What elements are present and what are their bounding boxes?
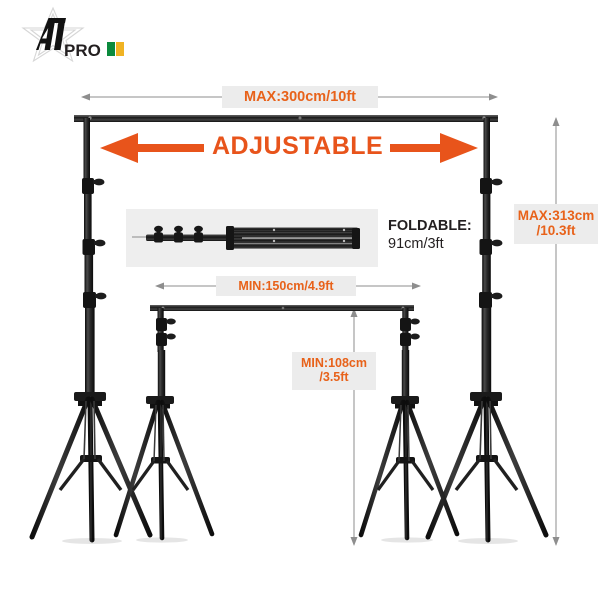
adjustment-knob [156,318,176,331]
light-stand-short-left [113,308,215,543]
adjustment-knob [82,239,106,255]
foldable-value: 91cm/3ft [388,235,444,252]
tripod-braces [58,400,123,492]
folded-stand-image [132,225,360,250]
tripod-legs [425,396,549,543]
adjustment-knob [400,333,420,346]
measurement-min-height: MIN:108cm /3.5ft [292,352,376,390]
adjustment-knob [194,225,203,243]
logo-a1-text [36,18,66,50]
brand-logo: PRO [8,6,128,68]
measurement-max-width: MAX:300cm/10ft [222,86,378,108]
adjustment-knob [156,333,176,346]
tripod-legs [113,399,215,541]
min-configuration-stand [113,305,460,543]
adjustment-knob [154,225,163,243]
foldable-panel [126,209,378,267]
foldable-callout: FOLDABLE: 91cm/3ft [388,218,500,253]
tripod-legs [29,396,153,543]
logo-pro-text: PRO [64,41,101,60]
measurement-min-width: MIN:150cm/4.9ft [216,276,356,296]
adjustment-knob [480,178,503,194]
logo-swatch-yellow [116,42,124,56]
adjustable-label: ADJUSTABLE [212,132,384,160]
adjustment-knob [479,292,503,308]
arrow-right-icon [390,133,478,163]
adjustment-knob [174,225,183,243]
arrow-left-icon [100,133,204,163]
tripod-legs [358,399,460,541]
adjustment-knob [400,318,420,331]
adjustment-knob [479,239,503,255]
tripod-braces [454,400,519,492]
measurement-max-height: MAX:313cm /10.3ft [514,204,598,244]
star-icon [21,6,85,63]
logo-swatch-green [107,42,115,56]
tripod-braces [376,404,435,491]
adjustment-knob [82,178,105,194]
adjustment-knob [83,292,107,308]
light-stand-tall-left [29,118,153,544]
foldable-title: FOLDABLE: [388,218,472,234]
light-stand-short-right [358,308,460,543]
light-stand-tall-right [425,118,549,544]
tripod-braces [131,404,190,491]
max-configuration-stand [29,115,549,544]
